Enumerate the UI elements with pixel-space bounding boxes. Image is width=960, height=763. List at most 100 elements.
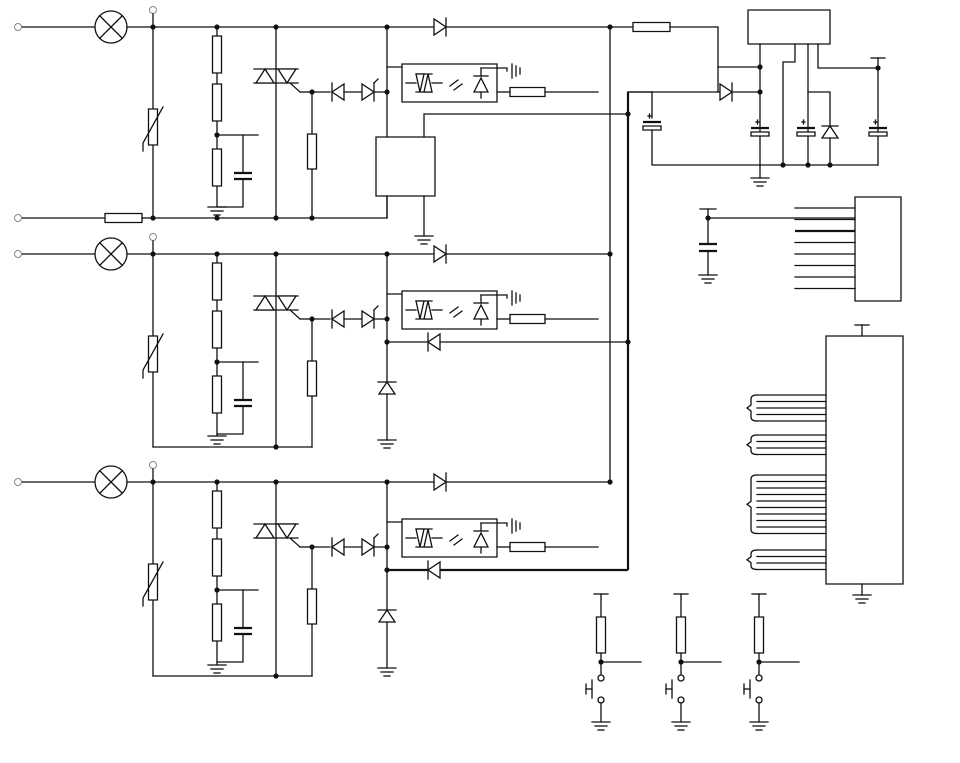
junction-dot	[780, 162, 786, 168]
switch-contact	[598, 697, 604, 703]
junction-dot	[757, 89, 763, 95]
pin-group-brace	[747, 475, 757, 534]
terminal	[15, 479, 22, 486]
resistor	[213, 311, 222, 348]
resistor	[308, 361, 317, 396]
triac-icon	[278, 524, 296, 538]
lamp-cross	[100, 243, 123, 266]
pin-group-brace	[747, 395, 757, 421]
triac-icon	[278, 69, 296, 83]
opto-element	[424, 529, 432, 547]
diode-icon	[362, 84, 374, 100]
lamp-cross	[100, 16, 123, 39]
light-arrow	[454, 539, 462, 545]
resistor	[308, 589, 317, 624]
resistor	[213, 539, 222, 576]
regulator-box	[748, 10, 830, 44]
diode-icon	[332, 539, 344, 555]
diode-icon	[332, 311, 344, 327]
diode-icon	[434, 19, 446, 35]
resistor	[755, 617, 764, 653]
junction-dot	[214, 132, 220, 138]
pin-group-brace	[747, 435, 757, 455]
terminal	[150, 462, 157, 469]
push-button-2	[666, 594, 721, 730]
mcu-box	[826, 336, 903, 584]
terminal	[150, 7, 157, 14]
wire	[217, 634, 243, 662]
junction-dot	[384, 567, 390, 573]
push-button-3	[744, 594, 799, 730]
wire	[217, 406, 243, 434]
light-arrow	[454, 84, 462, 90]
connector-section	[699, 197, 901, 301]
junction-dot	[805, 162, 811, 168]
junction-dot	[214, 587, 220, 593]
resistor	[105, 214, 142, 223]
channel-1	[15, 7, 613, 223]
wire	[374, 254, 387, 319]
resistor	[213, 149, 222, 186]
gate-driver-block	[376, 92, 631, 244]
resistor	[149, 564, 158, 600]
switch-contact	[678, 697, 684, 703]
resistor	[510, 315, 545, 324]
junction-dot	[214, 215, 220, 221]
zener-tail	[374, 306, 378, 310]
resistor	[510, 543, 545, 552]
opto-element	[416, 529, 424, 547]
resistor	[213, 36, 222, 73]
terminal	[150, 234, 157, 241]
wire	[783, 44, 795, 165]
varistor-slash	[143, 107, 163, 151]
regulator-section	[628, 10, 887, 186]
diode-icon	[362, 539, 374, 555]
ecap-plate	[797, 132, 815, 136]
resistor	[213, 84, 222, 121]
light-arrow	[454, 311, 462, 317]
triac-icon	[256, 69, 274, 83]
driver-box	[376, 137, 435, 196]
switch-contact	[756, 675, 762, 681]
triac-gate	[290, 310, 300, 319]
wire	[670, 27, 718, 67]
push-button-1	[586, 594, 641, 730]
zener-tail	[374, 79, 378, 83]
channel-2	[15, 234, 631, 450]
opto-element	[416, 301, 424, 319]
terminal	[15, 215, 22, 222]
triac-gate	[290, 83, 300, 92]
resistor	[213, 263, 222, 300]
pin-group-brace	[747, 550, 757, 570]
junction-dot	[214, 359, 220, 365]
diode-icon	[379, 382, 395, 394]
triac-gate	[290, 538, 300, 547]
switch-contact	[678, 675, 684, 681]
wire	[808, 92, 830, 126]
terminal	[15, 251, 22, 258]
resistor	[213, 491, 222, 528]
resistor	[597, 617, 606, 653]
resistor	[633, 23, 670, 32]
light-arrow	[450, 535, 458, 541]
diode-icon	[332, 84, 344, 100]
light-arrow	[450, 307, 458, 313]
resistor	[213, 376, 222, 413]
diode-icon	[379, 610, 395, 622]
supply-rails	[610, 23, 760, 571]
diode-icon	[428, 562, 440, 578]
diode-icon	[434, 246, 446, 262]
opto-element	[416, 74, 424, 92]
diode-icon	[428, 334, 440, 350]
terminal	[15, 24, 22, 31]
triac-icon	[278, 296, 296, 310]
varistor-slash	[143, 562, 163, 606]
zener-tail	[374, 534, 378, 538]
wire	[652, 130, 760, 165]
wire	[818, 44, 878, 68]
triac-icon	[256, 524, 274, 538]
switch-contact	[756, 697, 762, 703]
wire	[481, 523, 507, 526]
wire	[481, 295, 507, 298]
